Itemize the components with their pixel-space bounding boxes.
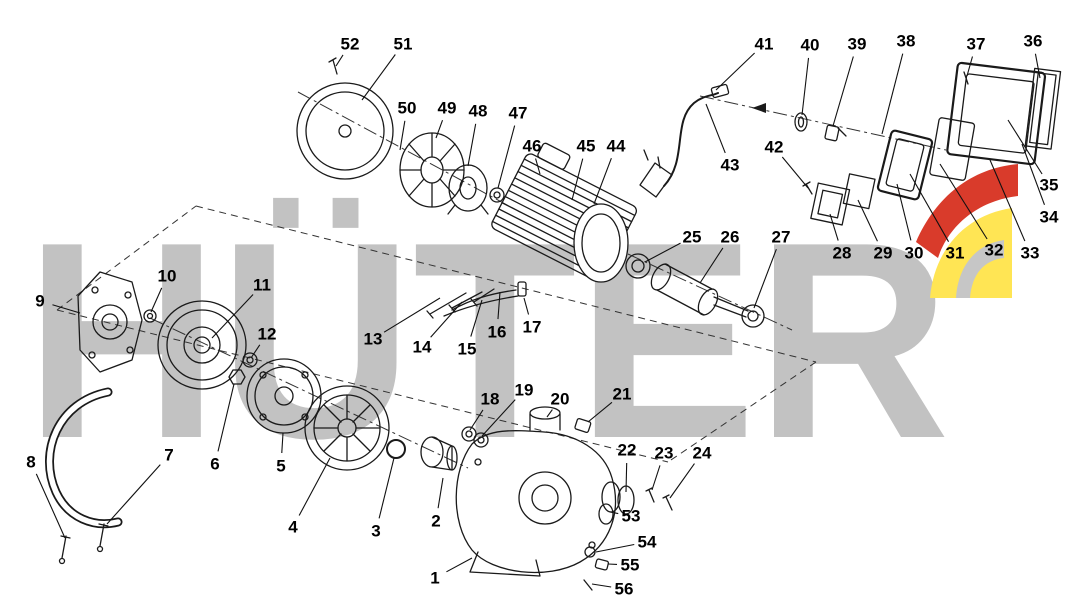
leader-line-54: [595, 543, 635, 553]
leader-line-2: [437, 477, 444, 509]
leader-line-33: [989, 159, 1026, 242]
leader-line-7: [106, 464, 161, 525]
leader-line-45: [571, 158, 584, 201]
leader-lines: [35, 52, 1046, 588]
leader-line-25: [644, 242, 681, 263]
leader-line-28: [829, 213, 839, 241]
leader-line-18: [469, 409, 484, 431]
brand-logo: [916, 164, 1018, 298]
leader-line-26: [699, 247, 724, 284]
leader-line-39: [832, 56, 854, 127]
logo-red-swoosh: [916, 164, 1018, 258]
leader-line-20: [546, 409, 553, 418]
logo-gray-swoosh: [956, 240, 1004, 298]
leader-line-44: [593, 157, 612, 205]
leader-line-24: [669, 463, 695, 499]
leader-line-23: [651, 465, 661, 491]
leader-line-13: [383, 297, 441, 333]
leader-line-16: [497, 291, 501, 320]
leader-line-53: [609, 511, 619, 515]
leader-line-38: [881, 53, 904, 135]
leader-line-31: [909, 173, 950, 242]
leader-line-21: [587, 401, 613, 423]
leader-line-3: [378, 457, 395, 519]
leader-line-51: [361, 54, 396, 101]
diagram-linework: [45, 57, 1062, 591]
leader-line-27: [753, 248, 777, 309]
leader-line-52: [335, 54, 344, 67]
watermark-layer: HÜTER: [25, 185, 950, 497]
construction-lines: [56, 91, 947, 469]
leader-line-42: [781, 156, 809, 189]
logo-yellow-swoosh: [930, 208, 1012, 298]
leader-line-1: [446, 557, 473, 573]
leader-line-34: [1021, 143, 1046, 205]
leader-line-10: [150, 287, 163, 313]
leader-line-47: [497, 125, 516, 189]
leader-line-30: [896, 183, 912, 241]
leader-line-56: [591, 583, 612, 588]
watermark-text: HÜTER: [25, 185, 950, 497]
leader-line-4: [298, 457, 331, 516]
leader-line-40: [801, 57, 810, 116]
leader-line-36: [1034, 53, 1041, 79]
leader-line-14: [430, 301, 463, 338]
leader-line-11: [211, 294, 254, 339]
leader-line-22: [625, 462, 628, 493]
leader-line-46: [535, 158, 541, 175]
leader-line-17: [523, 297, 530, 315]
leader-line-49: [435, 120, 444, 139]
leader-line-8: [35, 473, 66, 539]
leader-line-32: [939, 163, 988, 240]
leader-line-12: [250, 344, 261, 359]
leader-line-48: [467, 123, 477, 167]
leader-line-19: [481, 399, 516, 437]
leader-line-50: [399, 120, 406, 151]
leader-line-6: [217, 383, 235, 452]
leader-line-43: [705, 103, 726, 154]
leader-line-29: [857, 199, 878, 242]
leader-line-41: [715, 52, 755, 91]
leader-line-9: [52, 304, 81, 314]
leader-line-35: [1007, 119, 1043, 175]
leader-line-15: [470, 299, 483, 337]
leader-line-5: [281, 432, 284, 454]
leader-line-37: [966, 56, 974, 77]
